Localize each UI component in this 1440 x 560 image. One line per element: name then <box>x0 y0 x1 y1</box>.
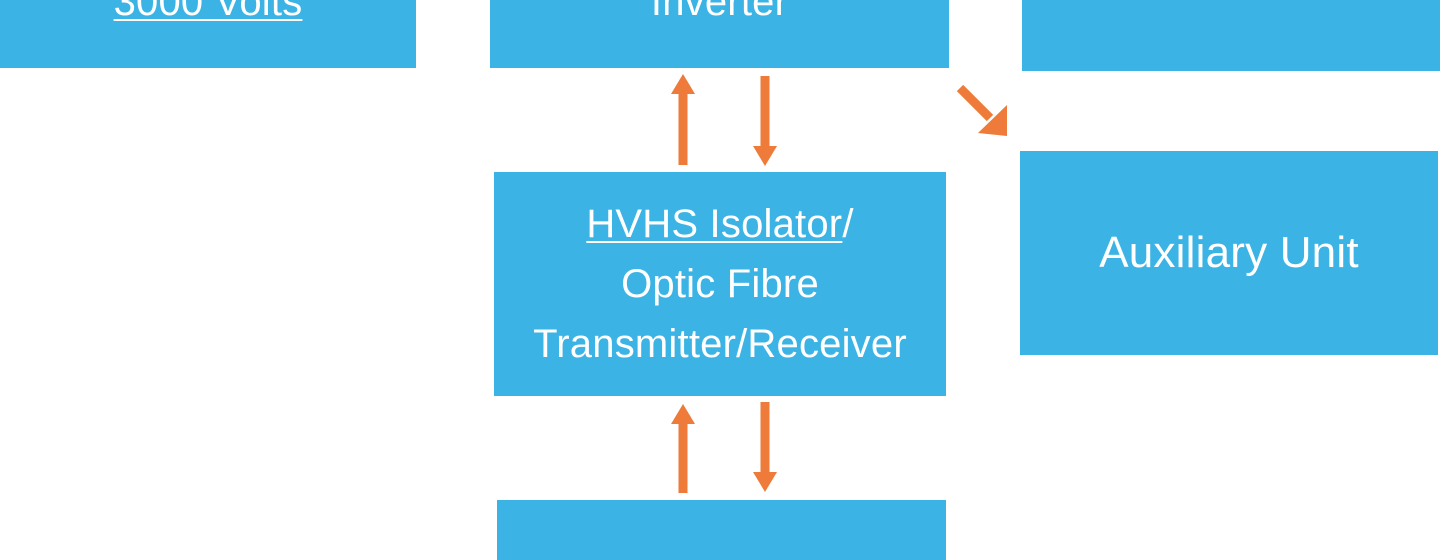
isolator-line-1: HVHS Isolator/ <box>586 194 853 254</box>
inverter-block: Inverter <box>490 0 949 68</box>
isolator-block: HVHS Isolator/ Optic Fibre Transmitter/R… <box>494 172 946 396</box>
arrow-isolator-to-inverter <box>671 74 695 165</box>
auxiliary-unit-block: Auxiliary Unit <box>1020 151 1438 355</box>
isolator-line-3: Transmitter/Receiver <box>533 322 907 366</box>
voltage-label: 3000 Volts <box>113 0 303 24</box>
isolator-name: HVHS Isolator <box>586 202 843 246</box>
isolator-line-2: Optic Fibre <box>621 262 819 306</box>
arrow-inverter-to-isolator <box>753 76 777 166</box>
top-right-block <box>1022 0 1440 71</box>
inverter-label: Inverter <box>650 0 789 24</box>
arrow-bottom-to-isolator <box>671 404 695 493</box>
bottom-block <box>497 500 946 560</box>
arrow-isolator-to-bottom <box>753 402 777 492</box>
auxiliary-label: Auxiliary Unit <box>1099 228 1359 277</box>
voltage-source-block: 3000 Volts <box>0 0 416 68</box>
arrow-inverter-to-auxiliary <box>956 84 1007 136</box>
isolator-slash: / <box>842 202 854 246</box>
